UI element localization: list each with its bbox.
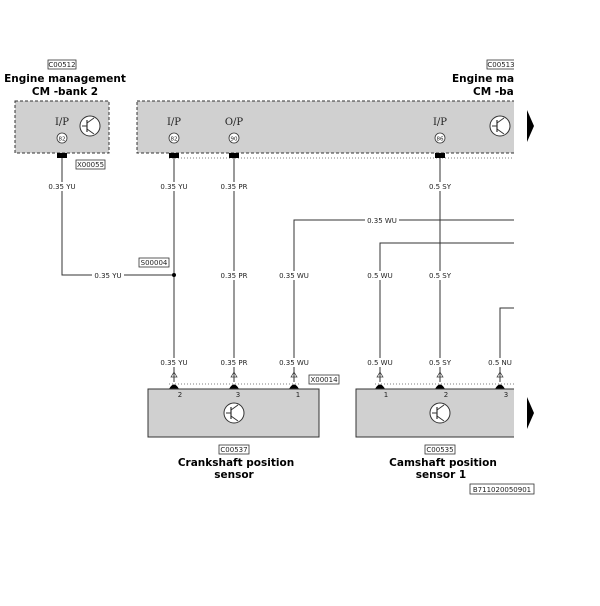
transistor-icon: [429, 402, 451, 424]
splice-dot: [172, 273, 176, 277]
figure-id-box: [469, 483, 535, 495]
ecm-bank1-title-line1: Engine management: [452, 73, 574, 85]
cam-code: C00535: [426, 446, 453, 454]
label-bg: [486, 358, 514, 367]
ecm2-pin-circle: [56, 132, 68, 144]
wire-5: [293, 219, 514, 382]
label-bg: [278, 271, 310, 280]
wire-label: 0.35 WU: [367, 217, 397, 225]
wire-label: 0.35 YU: [94, 272, 121, 280]
crank-title-line1: Crankshaft position: [178, 457, 294, 469]
figure-id: B711020050901: [473, 486, 531, 494]
wire-label: 0.35 PR: [221, 359, 248, 367]
ecm-bank1-code-box: [486, 59, 514, 70]
cam-title-line1: Camshaft position: [389, 457, 497, 469]
x00055-box: [75, 159, 106, 170]
ecm1-terminal-1: [169, 153, 179, 158]
crank-code: C00537: [220, 446, 247, 454]
wire-label: 0.35 WU: [279, 359, 309, 367]
transistor-icon: [489, 115, 511, 137]
transistor-icon: [223, 402, 245, 424]
ecm-bank1-box: [136, 100, 514, 154]
cam-title-line2: sensor 1: [416, 469, 466, 481]
label-bg: [366, 358, 394, 367]
label-bg: [365, 216, 399, 225]
ecm1-pin1-label: I/P: [167, 117, 181, 128]
ecm2-pin-label: I/P: [55, 117, 69, 128]
ecm1-pin3-circle: [434, 132, 446, 144]
s00004-label: S00004: [141, 259, 168, 267]
label-bg: [92, 271, 124, 280]
label-bg: [426, 271, 454, 280]
label-bg: [218, 182, 250, 191]
crank-pin-2: 2: [178, 391, 182, 399]
crank-pin-3: 3: [236, 391, 240, 399]
cam-pin-2: 2: [444, 391, 448, 399]
x00055-label: X00055: [77, 161, 104, 169]
ecm-bank2-code: C00512: [48, 61, 75, 69]
crank-code-box: [218, 444, 250, 455]
wire-label: 0.35 YU: [48, 183, 75, 191]
wire-label: 0.5 NU: [488, 359, 512, 367]
label-bg: [218, 358, 250, 367]
ecm1-pin2-label: O/P: [225, 117, 244, 128]
wire-label: 0.35 PR: [221, 183, 248, 191]
ecm1-pin1-num: 82: [171, 137, 178, 143]
label-bg: [46, 182, 78, 191]
cam-code-box: [424, 444, 456, 455]
cam-pin-3: 3: [504, 391, 508, 399]
wire-6: [379, 242, 514, 382]
wire-7: [499, 307, 514, 382]
label-bg: [218, 271, 250, 280]
ecm2-connector-terminal: [57, 153, 67, 158]
wire-label: 0.5 SY: [429, 359, 452, 367]
crank-title-line2: sensor: [214, 469, 254, 481]
wire-label: 0.35 YU: [160, 359, 187, 367]
x00014-box: [308, 374, 340, 385]
ecm-bank2-code-box: [47, 59, 77, 70]
ecm1-pin3-num: 86: [437, 137, 444, 143]
wire-label: 0.35 WU: [279, 272, 309, 280]
label-bg: [366, 271, 394, 280]
wire-label: 0.5 WU: [367, 272, 392, 280]
crank-pin-1: 1: [296, 391, 300, 399]
label-bg: [278, 358, 310, 367]
wire-label: 0.5 SY: [429, 272, 452, 280]
s00004-box: [138, 257, 170, 268]
x00014-label: X00014: [310, 376, 338, 384]
ecm-bank2-title-line1: Engine management: [4, 73, 126, 85]
ecm1-pin1-circle: [168, 132, 180, 144]
continuation-arrow-icon: [527, 110, 534, 142]
ecm1-terminal-3: [435, 153, 445, 158]
cam-pin-1: 1: [384, 391, 388, 399]
label-bg: [426, 182, 454, 191]
crank-connector: [169, 371, 300, 389]
label-bg: [158, 182, 190, 191]
wire-label: 0.35 PR: [221, 272, 248, 280]
ecm2-pin-num: 82: [59, 137, 66, 143]
label-bg: [158, 358, 190, 367]
ecm-bank1-code: C00513: [487, 61, 514, 69]
ecm1-terminal-2: [229, 153, 239, 158]
transistor-icon: [79, 115, 101, 137]
cam-connector: [375, 371, 514, 389]
ecm1-pin2-circle: [228, 132, 240, 144]
ecm1-pin3-label: I/P: [433, 117, 447, 128]
continuation-arrow-icon: [527, 397, 534, 429]
ecm-bank2-title-line2: CM -bank 2: [32, 86, 98, 98]
label-bg: [426, 358, 454, 367]
wire-label: 0.35 YU: [160, 183, 187, 191]
ecm-bank1-title-line2: CM -bank 1: [473, 86, 539, 98]
wire-label: 0.5 WU: [367, 359, 392, 367]
wire-1: [61, 158, 174, 276]
wire-label: 0.5 SY: [429, 183, 452, 191]
ecm1-pin2-num: 90: [231, 137, 238, 143]
